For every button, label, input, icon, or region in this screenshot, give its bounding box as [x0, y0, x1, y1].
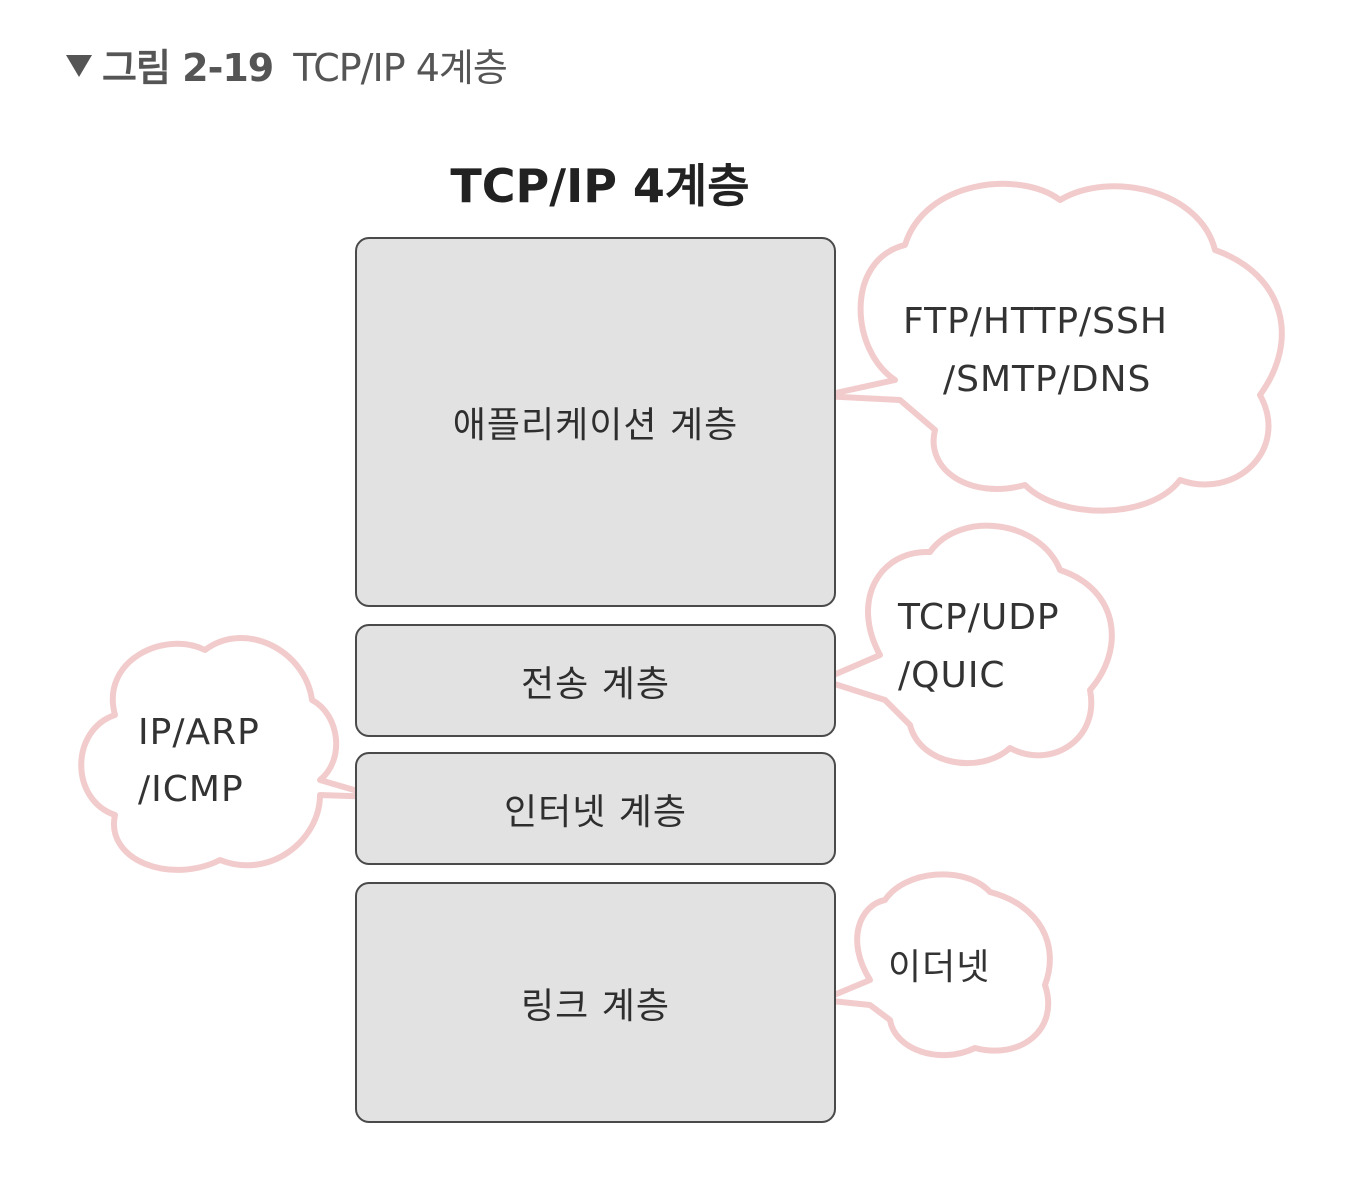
application-protocols-line1: FTP/HTTP/SSH [903, 301, 1168, 342]
application-layer-label: 애플리케이션 계층 [452, 405, 739, 446]
figure-caption: 그림 2-19 TCP/IP 4계층 [66, 36, 508, 92]
figure-title: TCP/IP 4계층 [293, 45, 508, 90]
caption-triangle-icon [66, 55, 92, 77]
transport-layer-box: 전송 계층 [355, 624, 836, 737]
transport-protocols-line2: /QUIC [898, 655, 1006, 696]
internet-layer-box: 인터넷 계층 [355, 752, 836, 865]
link-protocols-line1: 이더넷 [888, 947, 991, 988]
application-protocols-line2: /SMTP/DNS [943, 359, 1152, 400]
internet-protocols-line2: /ICMP [138, 769, 244, 810]
transport-layer-label: 전송 계층 [521, 663, 670, 705]
internet-layer-label: 인터넷 계층 [503, 791, 688, 833]
application-layer-box: 애플리케이션 계층 [355, 237, 836, 607]
figure-number: 그림 2-19 [102, 45, 274, 90]
link-layer-label: 링크 계층 [521, 985, 670, 1027]
internet-protocols-line1: IP/ARP [138, 712, 260, 753]
diagram-title: TCP/IP 4계층 [450, 159, 750, 213]
link-layer-box: 링크 계층 [355, 882, 836, 1123]
transport-protocols-line1: TCP/UDP [898, 597, 1060, 638]
